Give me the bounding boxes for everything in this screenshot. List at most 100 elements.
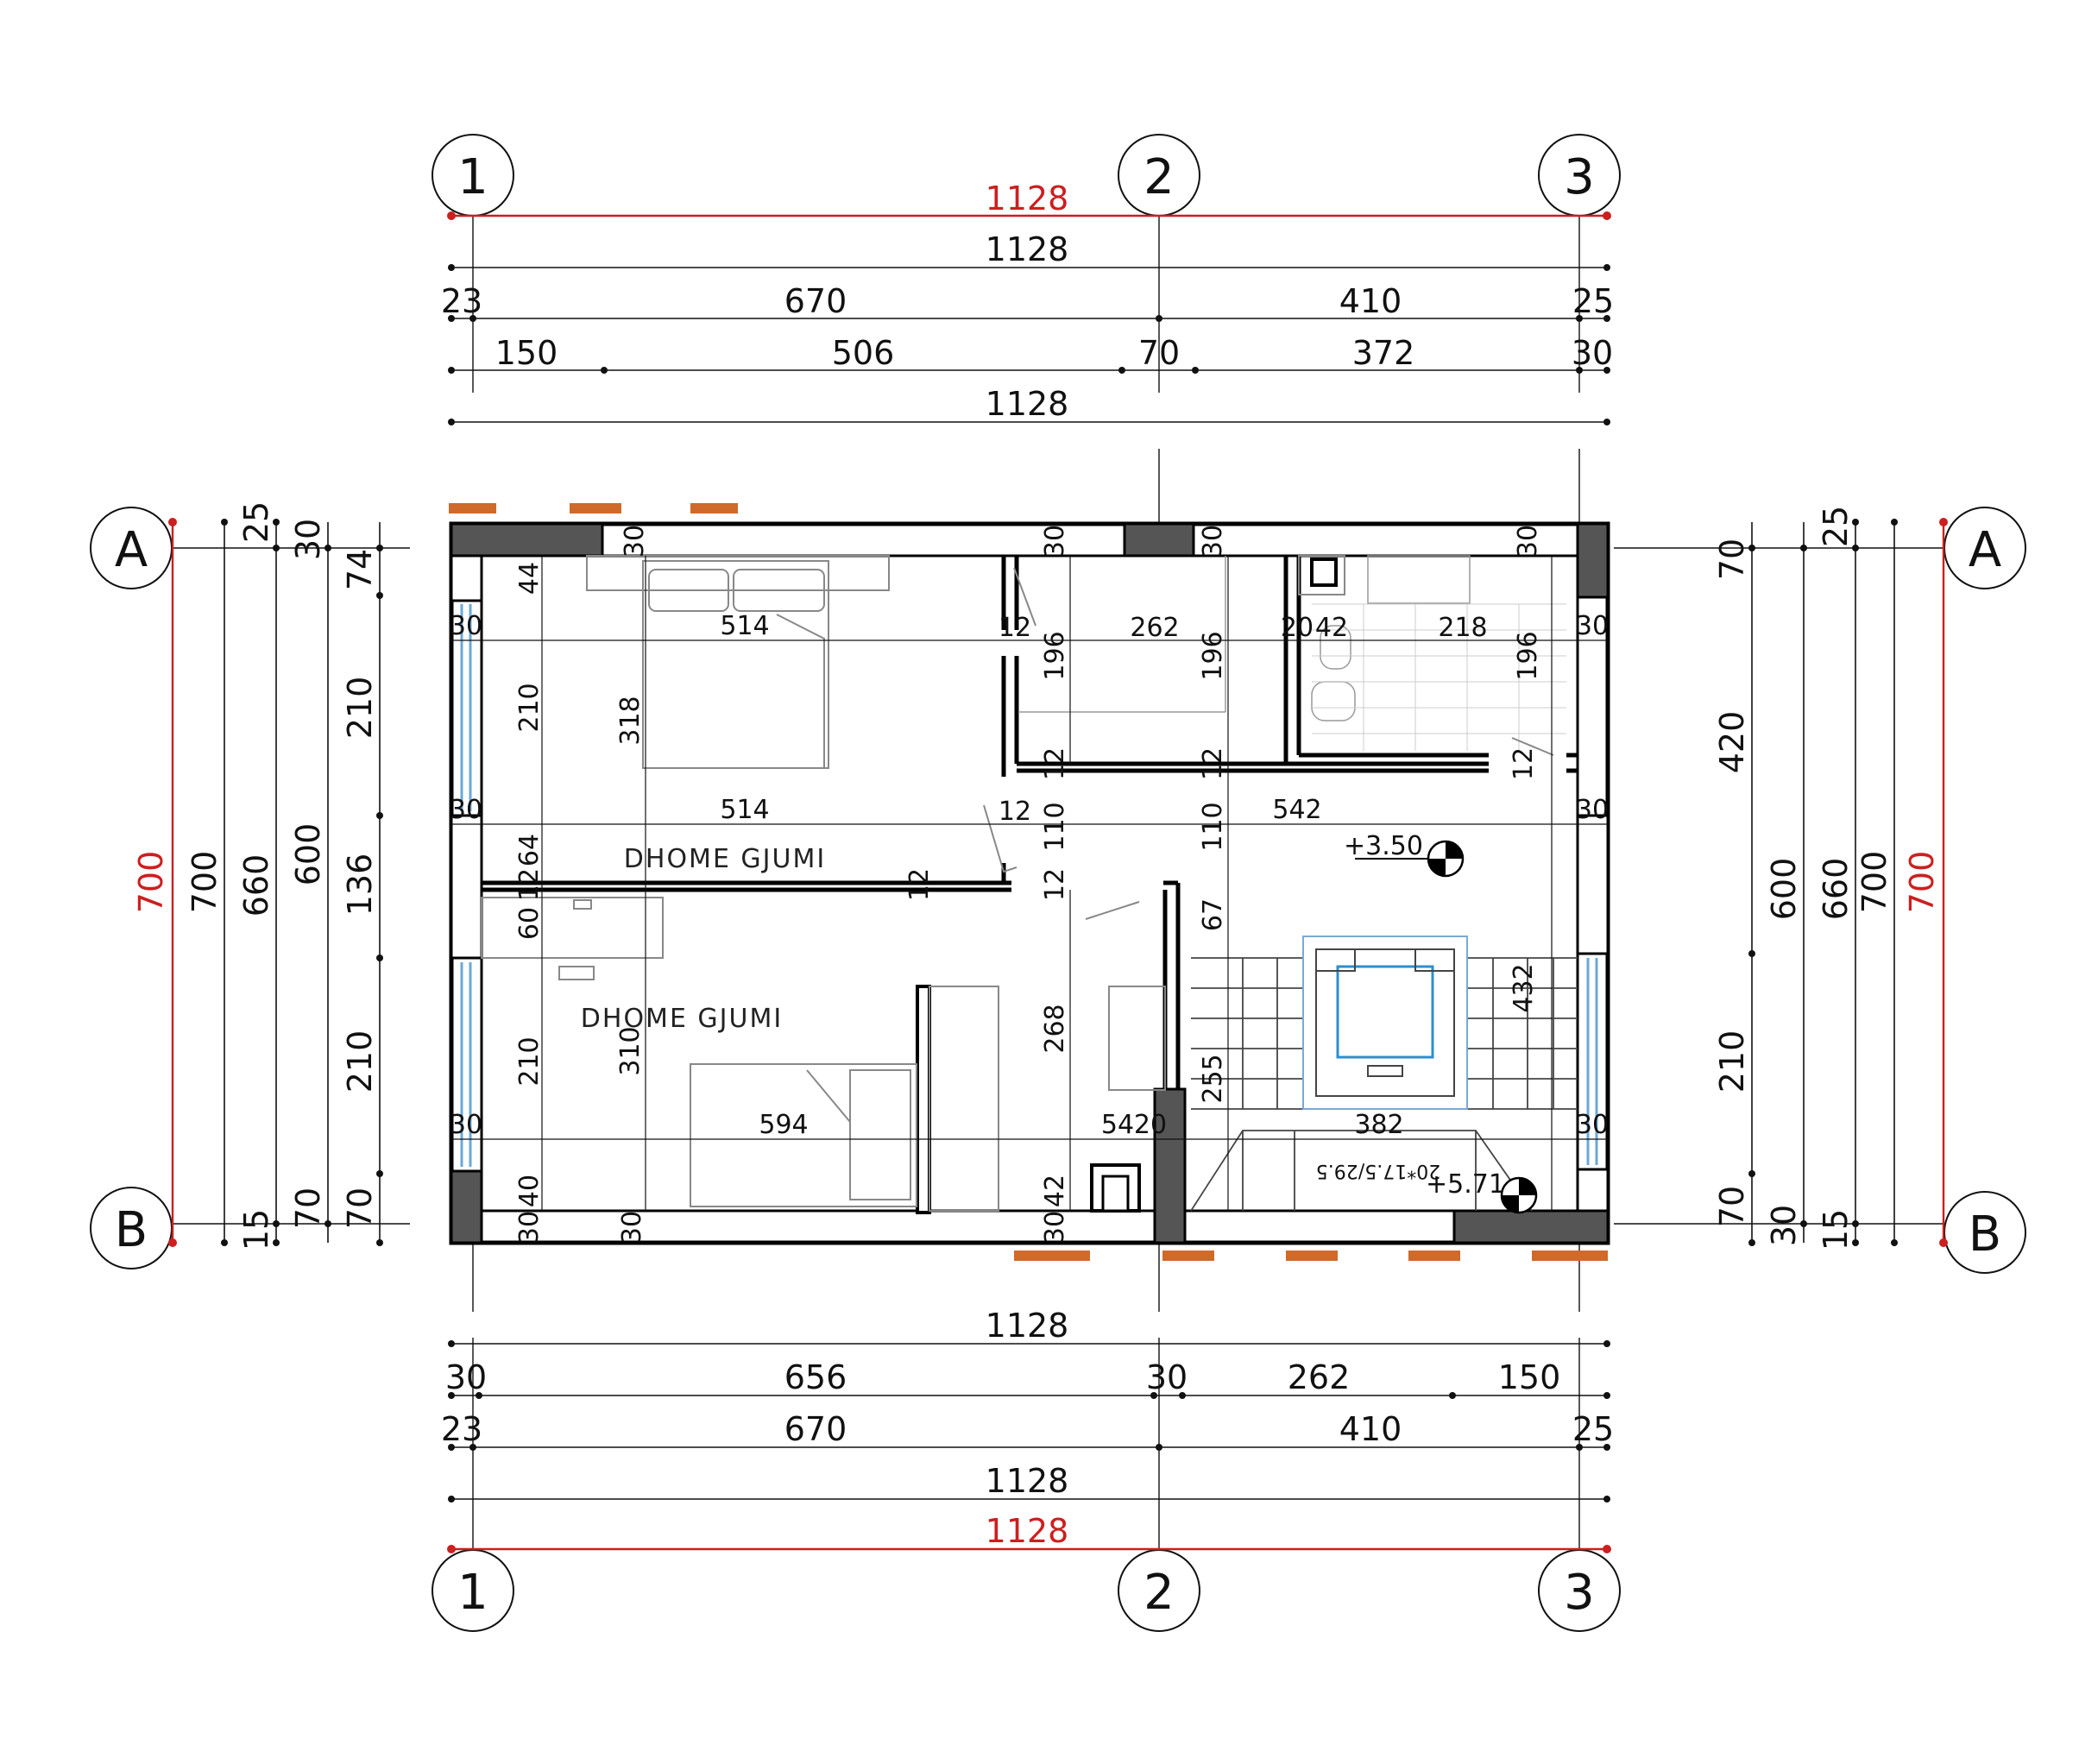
svg-text:30: 30 — [450, 795, 482, 825]
svg-text:25: 25 — [1817, 506, 1855, 547]
svg-text:70: 70 — [1713, 539, 1751, 580]
svg-text:30: 30 — [1576, 795, 1609, 825]
interior-dimension-lines — [451, 556, 1608, 1211]
svg-text:23: 23 — [441, 282, 482, 320]
svg-text:A: A — [115, 522, 148, 578]
axis-bubble-2-top: 2 — [1118, 134, 1200, 217]
axis-bubble-1-top: 1 — [432, 134, 514, 217]
svg-text:268: 268 — [1040, 1004, 1070, 1053]
dim-top-red-total: 1128 — [986, 180, 1069, 217]
svg-text:12: 12 — [1040, 868, 1070, 901]
svg-text:210: 210 — [1713, 1030, 1751, 1093]
bottom-dimension-chains: 1128 30 656 30 262 150 23 670 410 25 112… — [441, 1307, 1614, 1551]
svg-text:30: 30 — [1040, 525, 1070, 558]
room-label-bedroom-1: DHOME GJUMI — [624, 844, 826, 874]
svg-text:310: 310 — [615, 1026, 646, 1075]
level-upper-label: +3.50 — [1344, 831, 1423, 861]
svg-text:136: 136 — [341, 854, 379, 917]
svg-text:2: 2 — [1143, 149, 1175, 205]
svg-text:700: 700 — [1903, 851, 1941, 914]
dimension-ticks — [221, 264, 1898, 1503]
svg-text:262: 262 — [1130, 613, 1179, 643]
axis-bubble-a-right: A — [1944, 507, 2026, 589]
svg-text:150: 150 — [1498, 1358, 1561, 1396]
svg-text:70: 70 — [1713, 1186, 1751, 1227]
level-stair-label: +5.71 — [1426, 1169, 1505, 1200]
svg-text:210: 210 — [514, 683, 545, 732]
room-label-bedroom-2: DHOME GJUMI — [581, 1004, 783, 1034]
svg-text:44: 44 — [514, 562, 545, 595]
svg-text:20: 20 — [1281, 613, 1314, 643]
svg-text:1: 1 — [457, 149, 488, 205]
svg-text:30: 30 — [1040, 1211, 1070, 1244]
svg-text:23: 23 — [441, 1410, 482, 1448]
svg-text:1128: 1128 — [986, 1462, 1069, 1500]
svg-text:70: 70 — [341, 1188, 379, 1229]
svg-text:700: 700 — [132, 851, 170, 914]
svg-text:196: 196 — [1198, 631, 1228, 680]
svg-text:30: 30 — [1198, 525, 1228, 558]
svg-text:372: 372 — [1352, 334, 1415, 372]
svg-text:210: 210 — [341, 677, 379, 740]
axis-bubble-a-left: A — [90, 507, 173, 589]
walls — [449, 521, 1610, 1245]
svg-text:30: 30 — [1146, 1358, 1188, 1396]
svg-text:67: 67 — [1198, 898, 1228, 931]
svg-text:30: 30 — [617, 1211, 647, 1244]
svg-text:196: 196 — [1513, 631, 1543, 680]
svg-text:B: B — [115, 1202, 148, 1258]
svg-text:25: 25 — [1572, 282, 1614, 320]
svg-text:12: 12 — [1509, 747, 1539, 780]
svg-text:660: 660 — [237, 854, 275, 917]
svg-text:542: 542 — [1272, 795, 1321, 825]
svg-text:74: 74 — [341, 549, 379, 590]
svg-text:B: B — [1969, 1206, 2001, 1263]
svg-text:670: 670 — [784, 1410, 847, 1448]
svg-text:60: 60 — [514, 907, 545, 940]
window-sills — [449, 503, 1608, 1261]
svg-text:218: 218 — [1438, 613, 1487, 643]
svg-text:54: 54 — [1101, 1110, 1134, 1140]
svg-text:30: 30 — [1572, 334, 1613, 372]
svg-text:420: 420 — [1713, 711, 1751, 774]
svg-text:12: 12 — [999, 613, 1031, 643]
svg-text:30: 30 — [450, 611, 482, 641]
svg-text:432: 432 — [1509, 963, 1539, 1012]
axis-bubble-2-bottom: 2 — [1118, 1549, 1200, 1632]
svg-text:70: 70 — [289, 1188, 327, 1229]
dim-top-total-1: 1128 — [986, 230, 1069, 268]
level-marker-stair: +5.71 20*17.5/29.5 — [1316, 1160, 1538, 1214]
furniture — [481, 555, 1566, 1212]
svg-text:514: 514 — [720, 611, 769, 641]
svg-text:42: 42 — [1040, 1175, 1070, 1207]
svg-text:30: 30 — [514, 1211, 545, 1244]
svg-text:A: A — [1969, 522, 2001, 578]
svg-text:110: 110 — [1198, 802, 1228, 851]
svg-text:25: 25 — [237, 501, 275, 543]
svg-text:382: 382 — [1354, 1110, 1403, 1140]
svg-text:3: 3 — [1564, 1565, 1595, 1621]
svg-text:64: 64 — [514, 834, 545, 866]
svg-text:506: 506 — [832, 334, 895, 372]
axis-bubble-1-bottom: 1 — [432, 1549, 514, 1632]
svg-text:1: 1 — [457, 1565, 488, 1621]
svg-text:262: 262 — [1288, 1358, 1351, 1396]
left-dimension-chains: 700 700 660 25 15 600 30 70 74 210 136 2… — [132, 501, 381, 1251]
svg-text:670: 670 — [784, 282, 847, 320]
svg-text:410: 410 — [1339, 1410, 1402, 1448]
svg-text:210: 210 — [341, 1030, 379, 1093]
svg-text:30: 30 — [1576, 611, 1609, 641]
top-dimension-chains: 1128 1128 23 670 410 25 150 506 70 372 3… — [441, 180, 1614, 423]
svg-text:700: 700 — [186, 851, 224, 914]
axis-bubble-b-left: B — [90, 1187, 173, 1269]
staircase — [1190, 936, 1578, 1212]
svg-text:600: 600 — [1765, 858, 1803, 921]
svg-text:2: 2 — [1143, 1565, 1175, 1621]
axis-bubble-3-top: 3 — [1538, 134, 1621, 217]
svg-text:30: 30 — [289, 519, 327, 560]
svg-text:514: 514 — [720, 795, 769, 825]
svg-text:70: 70 — [1138, 334, 1180, 372]
red-dimension-ends — [168, 211, 1948, 1553]
svg-text:150: 150 — [495, 334, 558, 372]
svg-text:12: 12 — [999, 797, 1031, 827]
